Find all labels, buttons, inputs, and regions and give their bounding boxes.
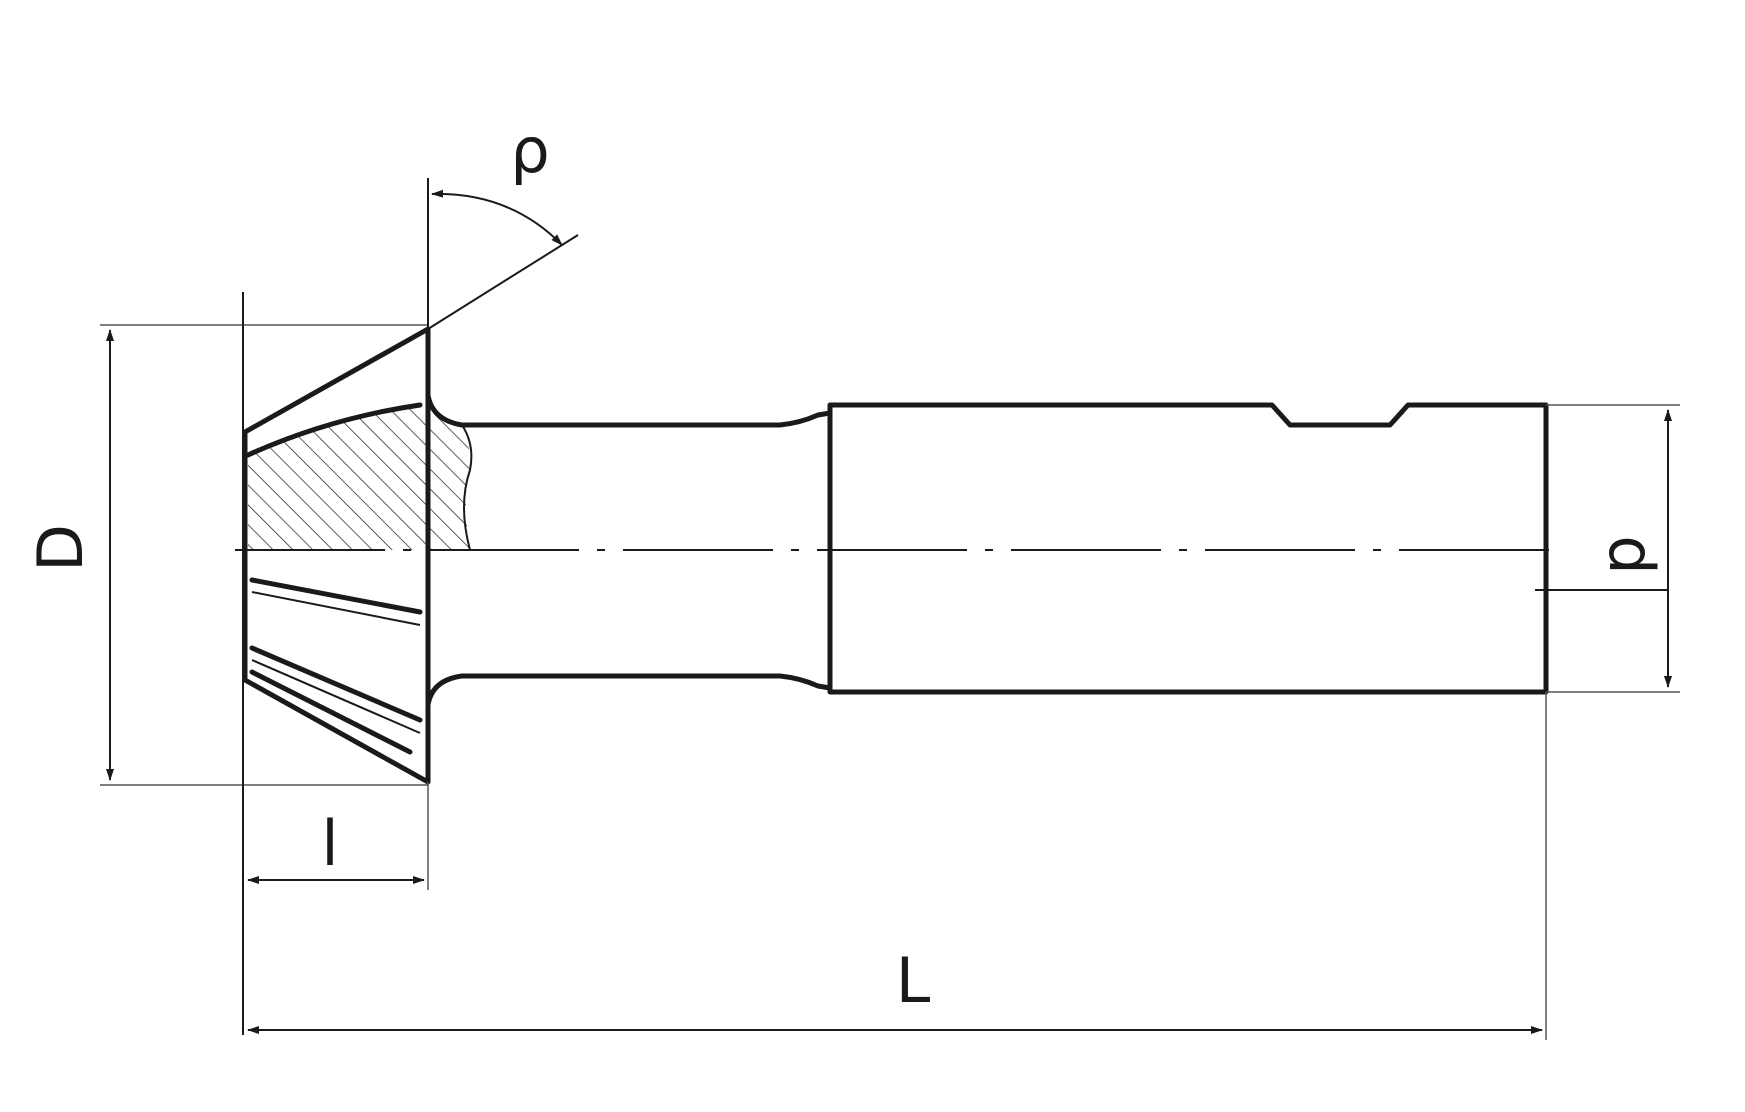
- hatched-section: [248, 405, 470, 550]
- shank-diameter-label: d: [1595, 535, 1668, 574]
- cutter-shank: [827, 402, 1549, 695]
- dimension-angle: ρ: [427, 114, 579, 330]
- total-length-label: L: [896, 944, 931, 1017]
- outer-diameter-label: D: [24, 524, 97, 572]
- head-length-label: l: [321, 807, 338, 880]
- cutter-neck: [459, 410, 833, 691]
- dimension-d: d: [1535, 404, 1680, 693]
- cutter-head: [242, 326, 473, 785]
- dimension-D: D: [24, 324, 428, 786]
- angle-label: ρ: [510, 114, 549, 187]
- dimension-l: l: [242, 292, 429, 1035]
- dimension-L: L: [247, 692, 1547, 1040]
